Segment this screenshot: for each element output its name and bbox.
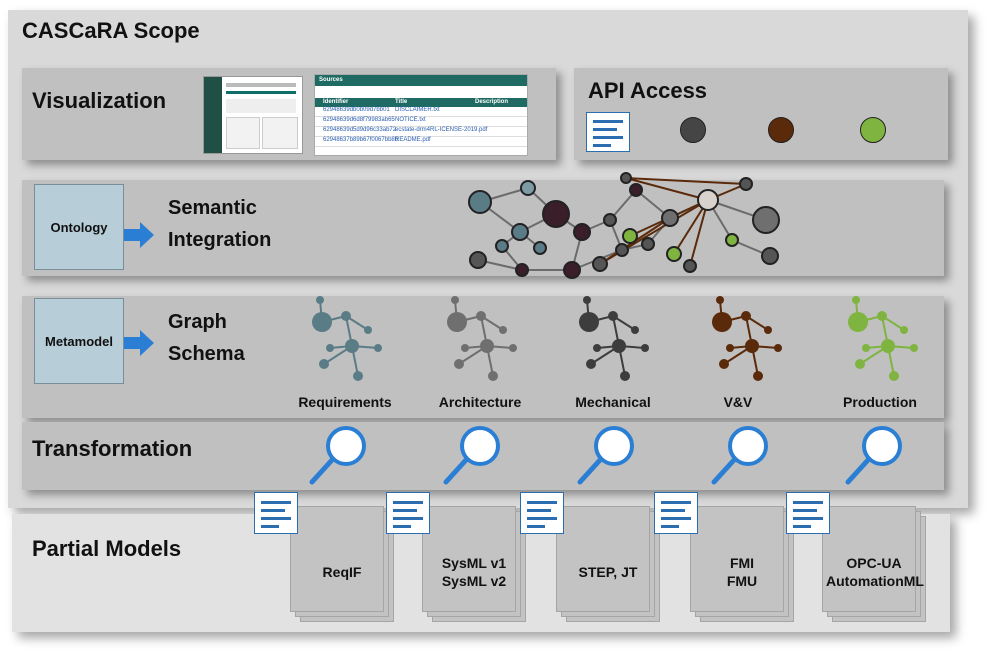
visualization-title: Visualization [32,88,167,113]
magnifier-icon [711,426,768,485]
schema-graph-5-icon [848,296,918,381]
document-icon [654,492,698,534]
document-stack-sheet [822,506,916,612]
api-dot-brown-icon [768,117,794,143]
format-line1: ReqIF [322,564,362,580]
document-icon [386,492,430,534]
partial-model-format-label: FMI FMU [694,554,790,590]
format-line2: SysML v2 [441,573,507,589]
format-line1: OPC-UA [846,555,902,571]
format-line1: STEP, JT [578,564,638,580]
format-line1: SysML v1 [441,555,507,571]
magnifier-icon [309,426,366,485]
schema-graph-4-icon [712,296,782,381]
api-access-band [574,68,948,160]
graph-title-line2: Schema [168,343,245,365]
partial-models-title: Partial Models [32,536,182,561]
partial-model-format-label: SysML v1 SysML v2 [426,554,522,590]
format-line2: FMU [726,573,758,589]
document-stack-sheet [422,506,516,612]
api-dot-green-icon [860,117,886,143]
semantic-title-line2: Integration [168,229,272,251]
table-row: 62948637b89b67f0067bb8b README.pdf [315,137,527,147]
arrow-right-icon [124,222,154,248]
magnifier-icon [577,426,634,485]
app-thumbnail [203,76,303,154]
graph-schema-title: Graph Schema [168,306,245,370]
partial-model-format-label: STEP, JT [560,563,656,581]
api-access-title: API Access [588,78,708,103]
document-stack-sheet [290,506,384,612]
schema-label-mechanical: Mechanical [575,394,651,410]
col-description: Description [475,99,509,105]
col-identifier: Identifier [323,99,349,105]
metamodel-document: Metamodel [34,298,124,384]
document-icon [520,492,564,534]
magnifier-icon [845,426,902,485]
document-icon [254,492,298,534]
col-title: Title [395,99,408,105]
graph-title-line1: Graph [168,311,227,333]
partial-model-format-label: OPC-UA AutomationML [826,554,924,590]
format-line2: AutomationML [826,573,924,589]
schema-label-production: Production [843,394,917,410]
knowledge-graph [468,172,780,279]
document-icon [786,492,830,534]
table-row: 62948639db0b09d7bb01 DISCLAIMER.txt [315,107,527,117]
ontology-document: Ontology [34,184,124,270]
sources-header: Sources [315,75,527,86]
transformation-title: Transformation [32,436,193,461]
schema-label-requirements: Requirements [298,394,392,410]
table-row: 62948639d5d9d96c33ab72 ecstate-drm4RL-IC… [315,127,527,137]
sources-columns: Identifier Title Description [315,98,527,107]
schema-graph-2-icon [447,296,517,381]
schema-graph-3-icon [579,296,649,381]
format-line1: FMI [729,555,755,571]
schema-label-vv: V&V [723,394,753,410]
document-icon [586,112,630,152]
semantic-title-line1: Semantic [168,197,257,219]
document-stack-sheet [556,506,650,612]
scope-title: CASCaRA Scope [22,18,200,43]
schema-label-architecture: Architecture [438,394,522,410]
magnifier-icon [443,426,500,485]
partial-model-format-label: ReqIF [294,563,390,581]
api-dot-dark-gray-icon [680,117,706,143]
arrow-right-icon [124,330,154,356]
document-stack-sheet [690,506,784,612]
table-row: 62948639d6d8f79983ab65 NOTICE.txt [315,117,527,127]
schema-graph-1-icon [312,296,382,381]
sources-table-thumbnail: Sources Identifier Title Description 629… [314,74,528,156]
semantic-integration-title: Semantic Integration [168,192,271,256]
